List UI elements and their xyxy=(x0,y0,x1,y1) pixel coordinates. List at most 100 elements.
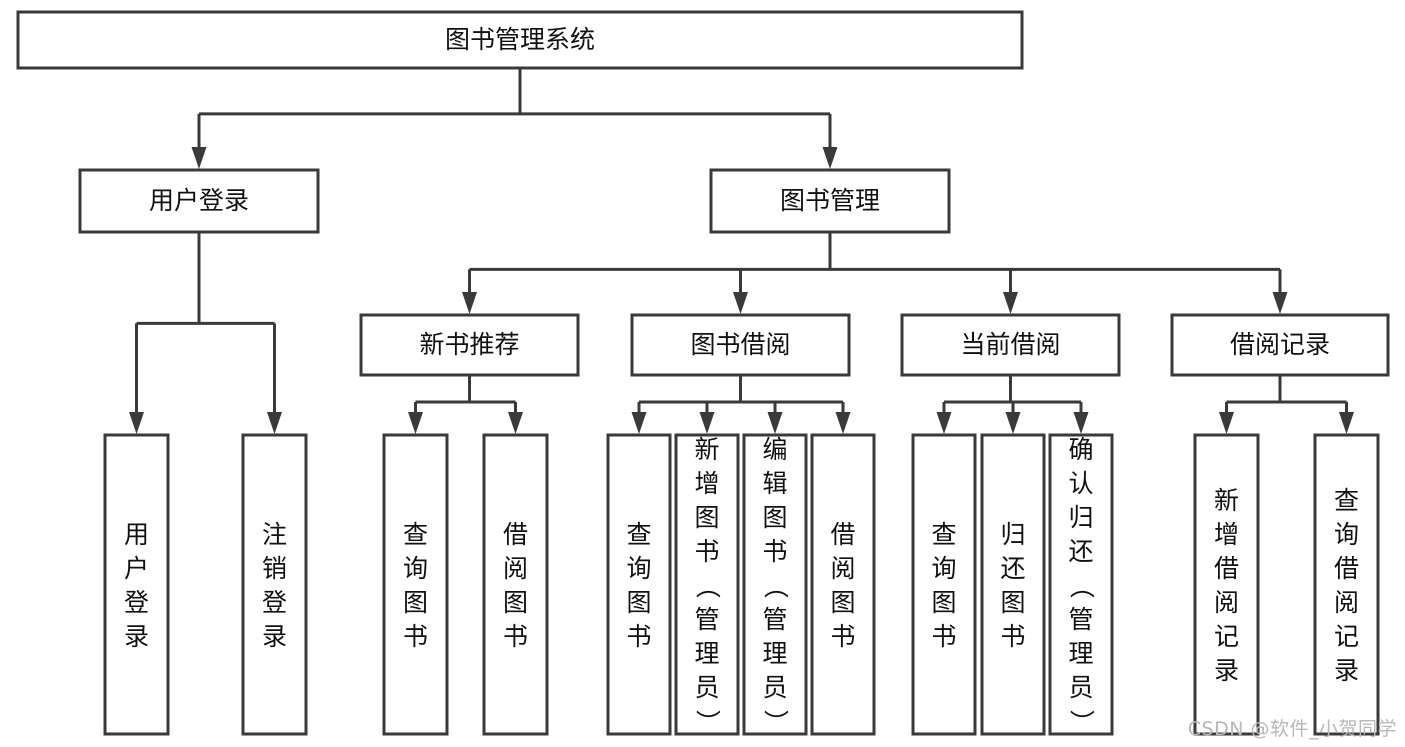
node-leaf-borrow-book-rec-label-char: 书 xyxy=(503,622,528,651)
node-leaf-confirm-return-label-char: 理 xyxy=(1068,639,1093,668)
node-leaf-query-record-label-char: 阅 xyxy=(1334,588,1359,617)
node-leaf-add-record-label-char: 新 xyxy=(1214,486,1239,515)
node-leaf-add-book-label-char: 图 xyxy=(694,503,719,532)
node-leaf-user-logout-label-char: 销 xyxy=(262,554,287,583)
node-leaf-confirm-return-label-char: 还 xyxy=(1068,537,1093,566)
node-borrow-record-box xyxy=(1170,313,1390,377)
node-leaf-user-logout-label-char: 录 xyxy=(262,622,287,651)
node-new-book-recommend-box xyxy=(359,313,580,377)
node-leaf-add-record-label-char: 记 xyxy=(1214,622,1239,651)
node-leaf-query-book-bb-label-char: 查 xyxy=(626,520,651,549)
node-leaf-borrow-book-rec-label-char: 图 xyxy=(503,588,528,617)
node-leaf-query-book-rec-label-char: 图 xyxy=(403,588,428,617)
node-leaf-confirm-return-label-char: （ xyxy=(1067,574,1096,599)
node-leaf-add-record-label-char: 增 xyxy=(1214,520,1239,549)
node-leaf-add-book-label-char: 新 xyxy=(694,435,719,464)
node-leaf-edit-book-label-char: ） xyxy=(761,710,790,735)
node-book-manage-label: 图书管理 xyxy=(780,186,880,215)
node-leaf-add-book-label-char: 员 xyxy=(694,673,719,702)
node-book-borrow[interactable]: 图书借阅 xyxy=(630,313,851,377)
node-leaf-add-book-label-char: 增 xyxy=(694,469,719,498)
node-leaf-add-book-label-char: （ xyxy=(693,574,722,599)
node-leaf-user-logout-label-char: 注 xyxy=(262,520,287,549)
node-leaf-edit-book-label-char: 书 xyxy=(762,537,787,566)
node-new-book-recommend[interactable]: 新书推荐 xyxy=(359,313,580,377)
node-leaf-query-book-cb-box xyxy=(911,433,977,736)
node-leaf-confirm-return-box xyxy=(1048,433,1114,736)
node-leaf-edit-book-label-char: 辑 xyxy=(762,469,787,498)
node-book-borrow-label: 图书借阅 xyxy=(690,330,790,359)
node-leaf-user-login-label-char: 户 xyxy=(124,554,149,583)
node-layer: 图书管理系统用户登录图书管理新书推荐图书借阅当前借阅借阅记录用户登录注销登录查询… xyxy=(16,10,1390,736)
node-user-login-label: 用户登录 xyxy=(149,186,249,215)
node-root-box xyxy=(16,10,1024,70)
node-leaf-query-record-label-char: 记 xyxy=(1334,622,1359,651)
node-leaf-user-login[interactable]: 用户登录 xyxy=(103,433,170,736)
node-leaf-borrow-book-bb-label-char: 书 xyxy=(830,622,855,651)
node-leaf-confirm-return-label-char: 确 xyxy=(1068,435,1093,464)
connector-layer xyxy=(129,68,1354,434)
node-leaf-edit-book-label-char: 图 xyxy=(762,503,787,532)
node-leaf-return-book-box xyxy=(980,433,1046,736)
node-leaf-add-book-label-char: 书 xyxy=(694,537,719,566)
node-borrow-record[interactable]: 借阅记录 xyxy=(1170,313,1390,377)
node-leaf-query-record-label-char: 查 xyxy=(1334,486,1359,515)
node-leaf-edit-book-label-char: 编 xyxy=(762,435,787,464)
node-leaf-query-book-bb-box xyxy=(606,433,672,736)
node-leaf-add-record-box xyxy=(1193,433,1260,736)
node-leaf-return-book-label-char: 图 xyxy=(1000,588,1025,617)
node-leaf-edit-book-box xyxy=(742,433,808,736)
node-leaf-user-login-label-char: 登 xyxy=(124,588,149,617)
node-leaf-user-login-box xyxy=(103,433,170,736)
node-leaf-confirm-return-label-char: ） xyxy=(1067,710,1096,735)
node-leaf-borrow-book-rec-box xyxy=(482,433,549,736)
node-leaf-confirm-return-label-char: 管 xyxy=(1068,605,1093,634)
node-leaf-add-book-label-char: 理 xyxy=(694,639,719,668)
node-root-label: 图书管理系统 xyxy=(445,25,595,54)
node-leaf-edit-book-label-char: 员 xyxy=(762,673,787,702)
node-leaf-borrow-book-bb-label-char: 阅 xyxy=(830,554,855,583)
node-leaf-edit-book-label-char: （ xyxy=(761,574,790,599)
node-leaf-query-book-cb-label-char: 查 xyxy=(931,520,956,549)
node-leaf-borrow-book-rec-label-char: 借 xyxy=(503,520,528,549)
node-leaf-confirm-return-label-char: 归 xyxy=(1068,503,1093,532)
node-leaf-borrow-book-bb-box xyxy=(810,433,876,736)
node-leaf-return-book-label-char: 还 xyxy=(1000,554,1025,583)
node-leaf-query-book-cb-label-char: 图 xyxy=(931,588,956,617)
node-leaf-query-book-rec-label-char: 查 xyxy=(403,520,428,549)
node-leaf-add-book-label-char: ） xyxy=(693,710,722,735)
node-user-login-box xyxy=(78,168,320,234)
node-leaf-user-login-label-char: 用 xyxy=(124,520,149,549)
node-leaf-user-login-label-char: 录 xyxy=(124,622,149,651)
node-current-borrow[interactable]: 当前借阅 xyxy=(900,313,1121,377)
node-leaf-borrow-book-bb-label-char: 借 xyxy=(830,520,855,549)
node-leaf-confirm-return-label-char: 认 xyxy=(1068,469,1093,498)
node-leaf-add-book-label-char: 管 xyxy=(694,605,719,634)
node-new-book-recommend-label: 新书推荐 xyxy=(419,330,519,359)
node-leaf-add-record-label-char: 阅 xyxy=(1214,588,1239,617)
node-book-manage[interactable]: 图书管理 xyxy=(709,168,951,234)
node-leaf-edit-book-label-char: 理 xyxy=(762,639,787,668)
node-leaf-borrow-book-bb-label-char: 图 xyxy=(830,588,855,617)
node-borrow-record-label: 借阅记录 xyxy=(1230,330,1330,359)
node-leaf-query-book-bb-label-char: 图 xyxy=(626,588,651,617)
node-leaf-query-book-bb-label-char: 询 xyxy=(626,554,651,583)
node-user-login[interactable]: 用户登录 xyxy=(78,168,320,234)
node-leaf-add-book-box xyxy=(674,433,740,736)
node-leaf-return-book-label-char: 归 xyxy=(1000,520,1025,549)
node-book-borrow-box xyxy=(630,313,851,377)
node-leaf-query-record-label-char: 询 xyxy=(1334,520,1359,549)
node-root[interactable]: 图书管理系统 xyxy=(16,10,1024,70)
